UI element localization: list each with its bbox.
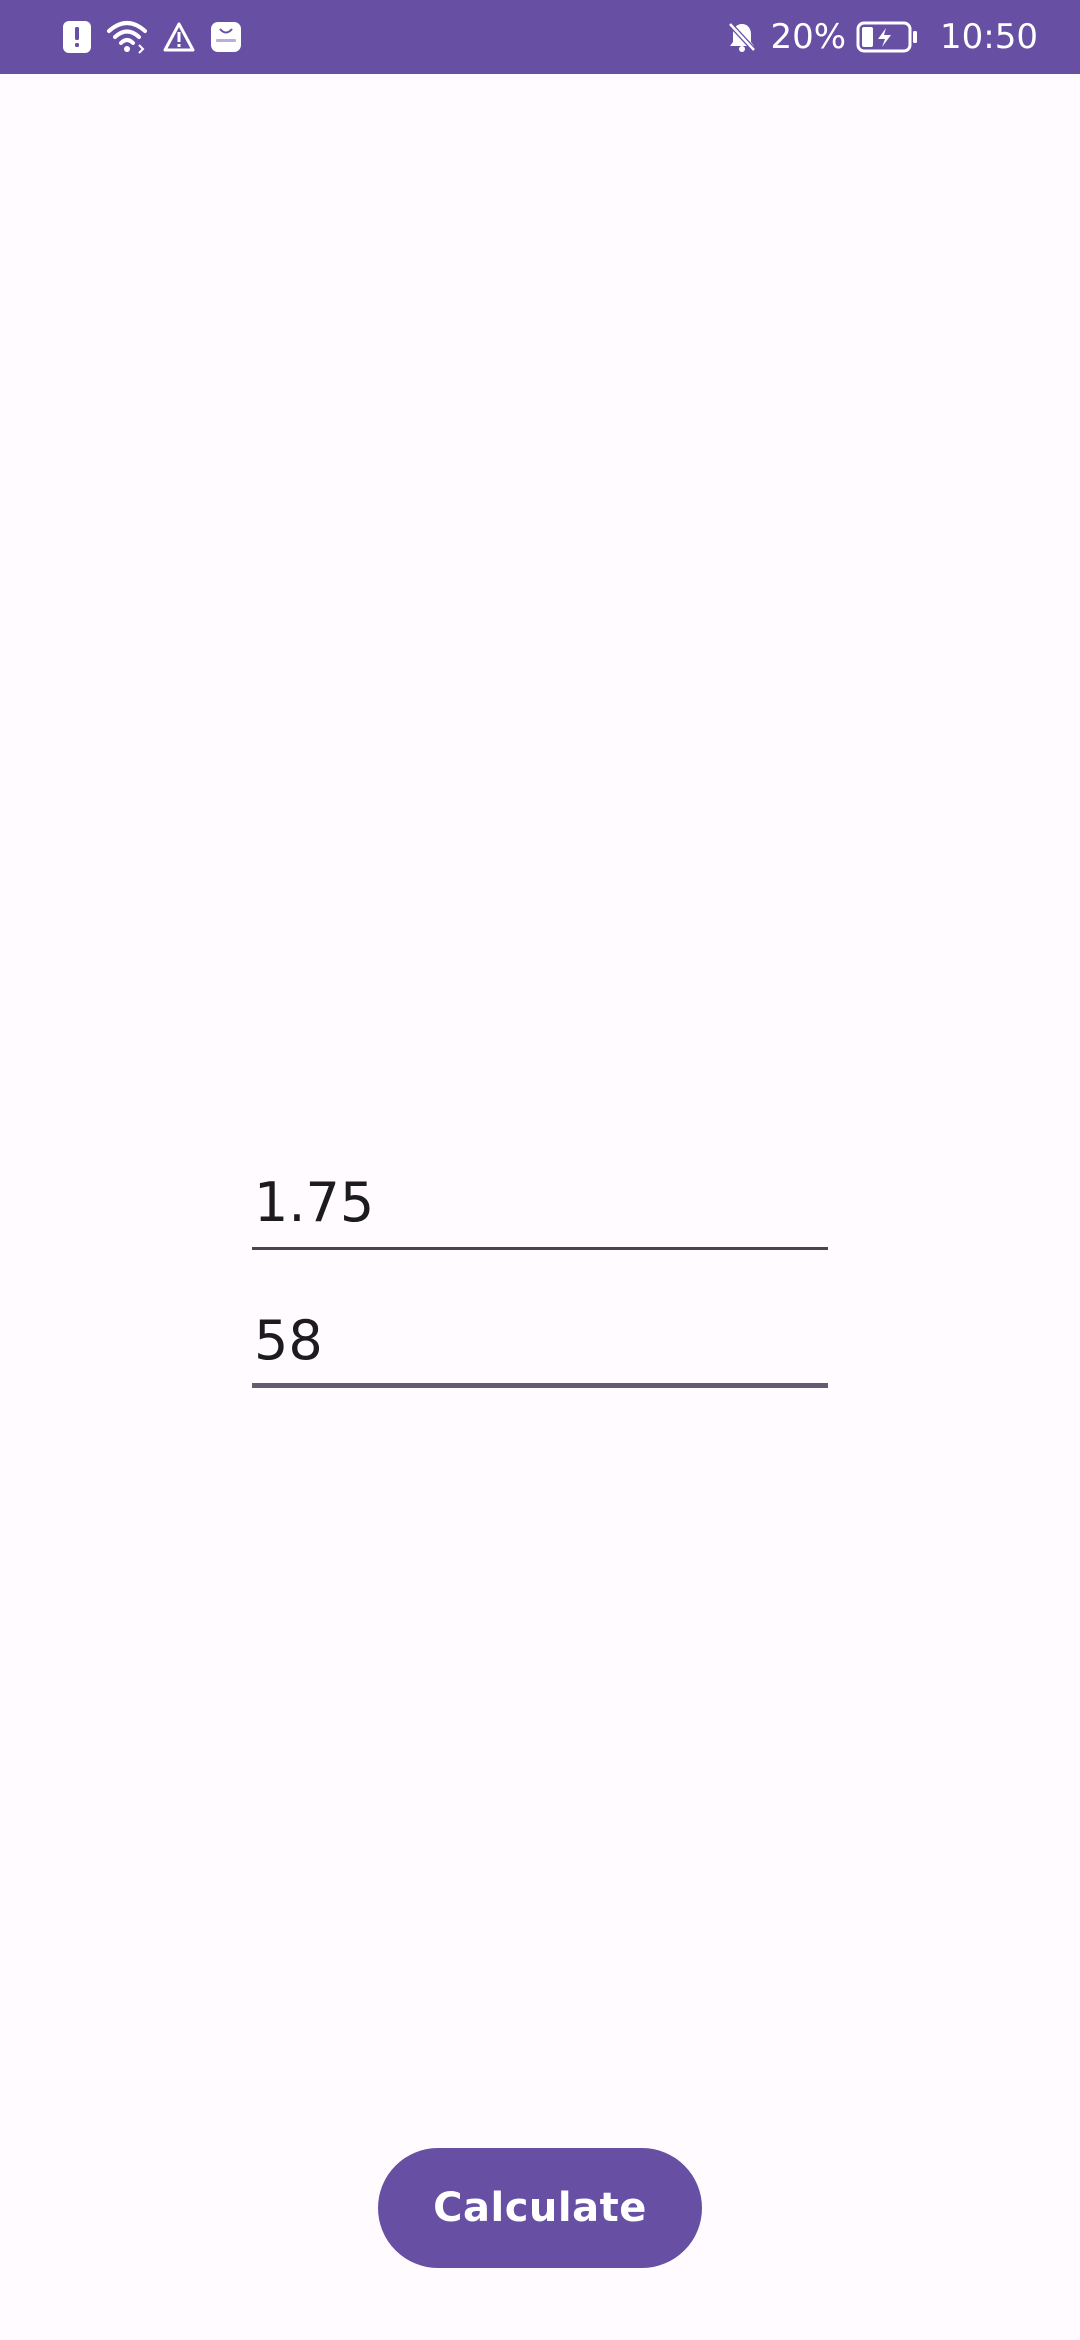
status-bar: 20% 10:50 bbox=[0, 0, 1080, 74]
weight-field-underline bbox=[252, 1383, 828, 1388]
height-field-underline bbox=[252, 1247, 828, 1250]
battery-charging-icon bbox=[856, 21, 918, 53]
height-field[interactable] bbox=[252, 1160, 828, 1250]
weight-field[interactable] bbox=[252, 1298, 828, 1388]
bell-off-icon bbox=[728, 22, 757, 52]
huawei-store-icon bbox=[211, 22, 241, 52]
height-input[interactable] bbox=[252, 1160, 828, 1244]
alert-icon bbox=[63, 21, 91, 53]
status-left-icons bbox=[62, 18, 242, 56]
wifi-icon bbox=[107, 21, 147, 54]
weight-input[interactable] bbox=[252, 1298, 828, 1382]
status-right-icons: 20% 10:50 bbox=[726, 0, 1038, 74]
warning-icon bbox=[163, 22, 195, 52]
status-time: 10:50 bbox=[940, 17, 1038, 57]
calculate-button[interactable]: Calculate bbox=[378, 2148, 702, 2268]
battery-percent: 20% bbox=[770, 17, 847, 57]
